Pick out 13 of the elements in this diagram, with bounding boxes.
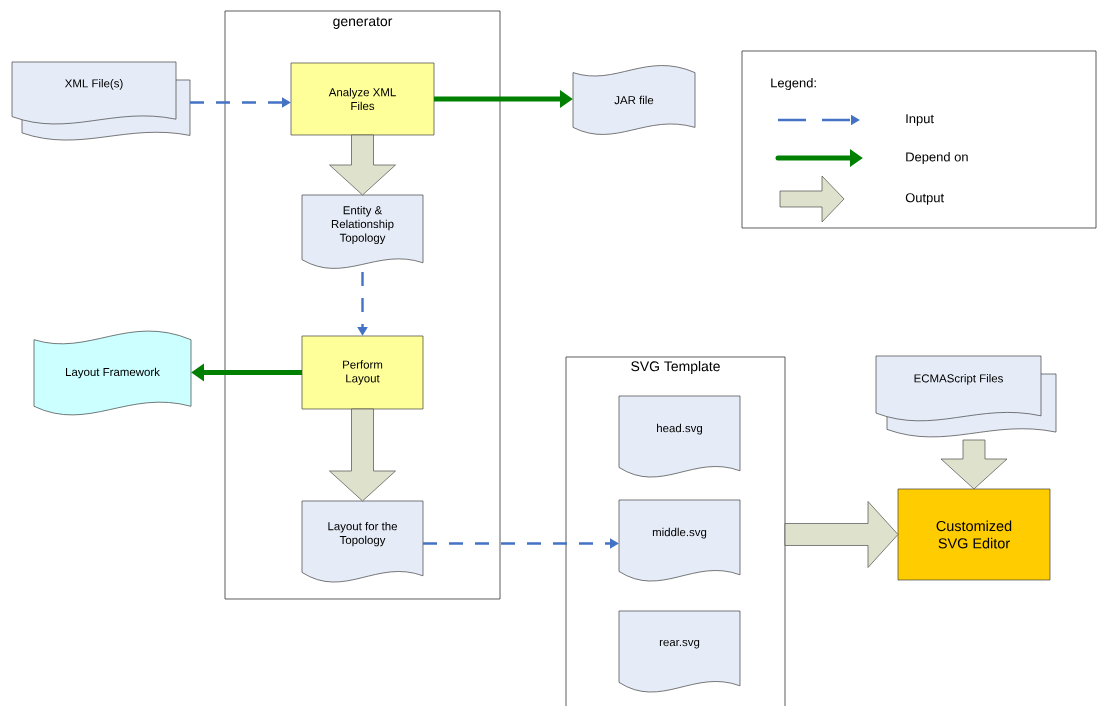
process-box: Perform Layout: [301, 335, 424, 410]
process-box: Analyze XML Files: [290, 62, 435, 136]
document-stack: ECMAScript Files: [875, 355, 1057, 438]
legend-text: Input: [906, 114, 934, 126]
block-arrow: [329, 408, 396, 502]
block-arrow: [784, 501, 899, 568]
block-arrow: [940, 439, 1008, 490]
legend-text: Depend on: [906, 151, 968, 165]
process-box: Customized SVG Editor: [897, 488, 1051, 581]
legend-title: Legend:: [771, 77, 816, 91]
block-arrow: [329, 134, 396, 196]
document-stack: XML File(s): [11, 61, 191, 141]
legend-text: Output: [905, 193, 944, 205]
